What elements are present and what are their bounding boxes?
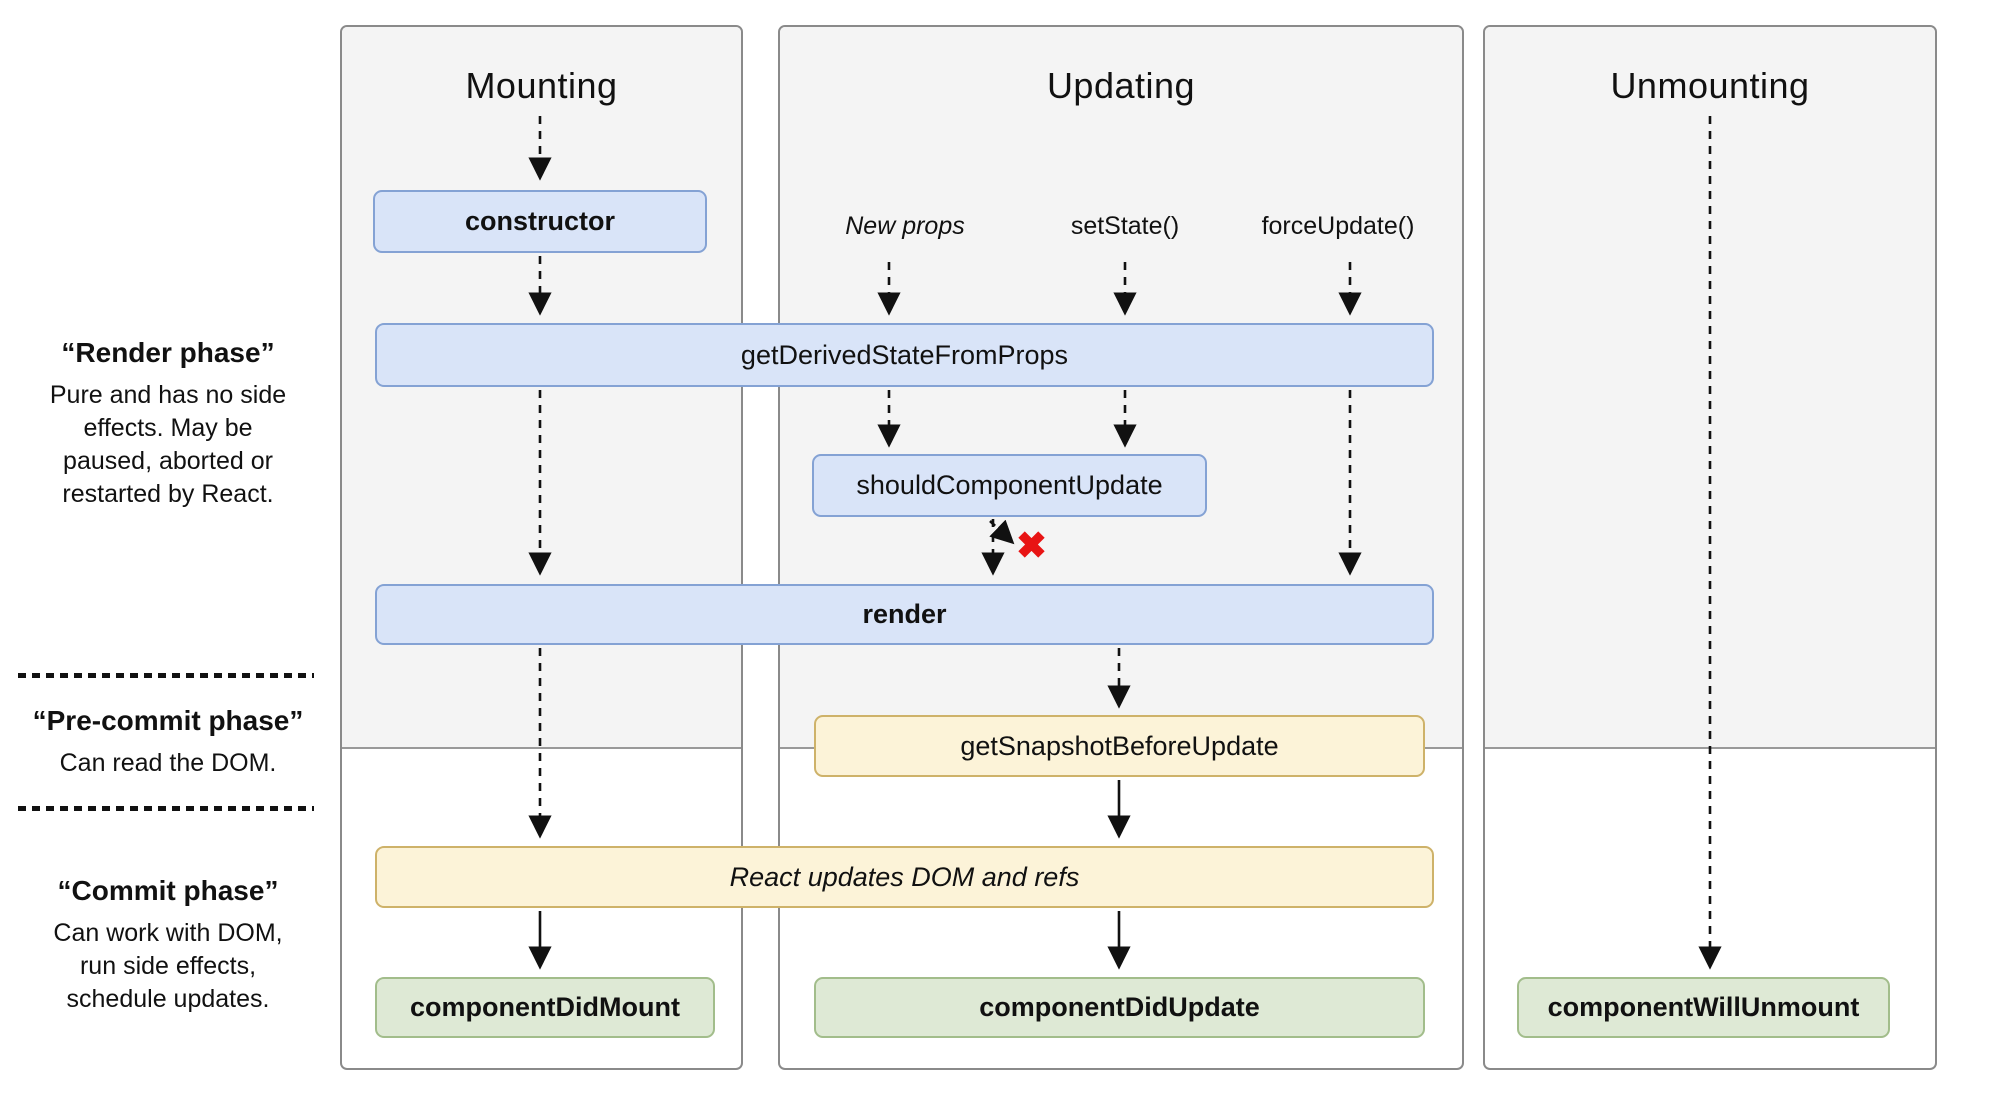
node-component-did-mount[interactable]: componentDidMount	[375, 977, 715, 1038]
node-render[interactable]: render	[375, 584, 1434, 645]
updating-column: Updating	[778, 25, 1464, 1070]
node-should-component-update[interactable]: shouldComponentUpdate	[812, 454, 1207, 517]
node-component-did-update[interactable]: componentDidUpdate	[814, 977, 1425, 1038]
node-get-snapshot-before-update[interactable]: getSnapshotBeforeUpdate	[814, 715, 1425, 777]
trigger-new-props: New props	[845, 212, 965, 240]
render-phase-description: Pure and has no side effects. May be pau…	[49, 381, 287, 508]
node-component-will-unmount[interactable]: componentWillUnmount	[1517, 977, 1890, 1038]
render-phase-label: “Render phase” Pure and has no side effe…	[8, 337, 328, 511]
phase-separator-bottom	[18, 806, 314, 811]
render-phase-title: “Render phase”	[61, 337, 275, 368]
commit-phase-label: “Commit phase” Can work with DOM, run si…	[8, 875, 328, 1016]
mounting-column-title: Mounting	[465, 65, 618, 106]
pre-commit-phase-description: Can read the DOM.	[59, 749, 277, 777]
mounting-column: Mounting	[340, 25, 743, 1070]
trigger-set-state: setState()	[1070, 212, 1180, 240]
node-constructor[interactable]: constructor	[373, 190, 707, 253]
unmounting-column-title: Unmounting	[1610, 65, 1810, 106]
phase-separator-top	[18, 673, 314, 678]
unmounting-render-phase-area	[1485, 27, 1935, 749]
commit-phase-title: “Commit phase”	[57, 875, 279, 906]
unmounting-column: Unmounting	[1483, 25, 1937, 1070]
node-get-derived-state-from-props[interactable]: getDerivedStateFromProps	[375, 323, 1434, 387]
trigger-force-update: forceUpdate()	[1261, 212, 1415, 240]
pre-commit-phase-title: “Pre-commit phase”	[32, 705, 304, 736]
cancel-update-x-icon: ✖	[1016, 525, 1048, 566]
updating-column-title: Updating	[1046, 65, 1196, 106]
commit-phase-description: Can work with DOM, run side effects, sch…	[53, 919, 283, 1013]
pre-commit-phase-label: “Pre-commit phase” Can read the DOM.	[8, 705, 328, 780]
node-react-updates-dom: React updates DOM and refs	[375, 846, 1434, 908]
